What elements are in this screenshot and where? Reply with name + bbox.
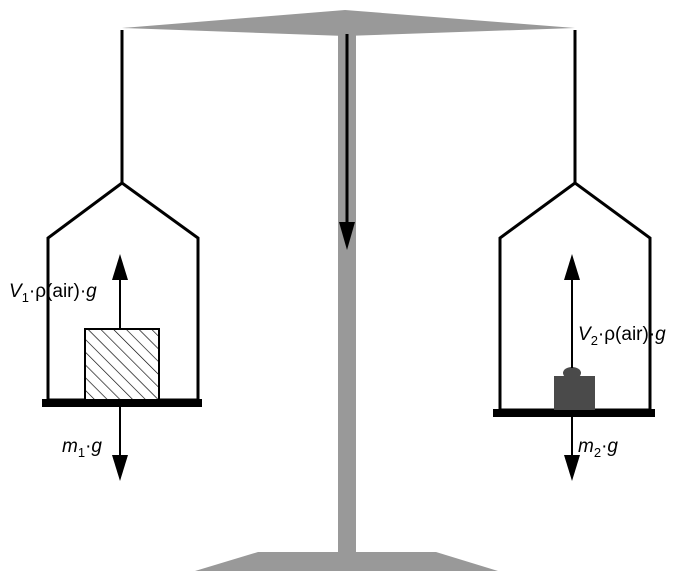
label-weight-right: m2·g: [578, 436, 618, 460]
hatched-cube: [84, 328, 160, 401]
right-down-arrow-head: [564, 455, 580, 481]
right-pan-plate: [493, 409, 655, 417]
balance-base: [195, 552, 498, 571]
left-pan: [42, 30, 202, 481]
left-up-arrow-head: [112, 254, 128, 280]
label-buoyancy-left: V1·ρ(air)·g: [9, 281, 97, 305]
weight-knob: [563, 367, 581, 379]
center-arrow-head: [339, 222, 355, 250]
label-buoyancy-right: V2·ρ(air)·g: [578, 324, 666, 348]
left-down-arrow-head: [112, 455, 128, 481]
right-pan-suspension: [498, 30, 652, 412]
label-weight-left: m1·g: [62, 436, 102, 460]
right-pan: [493, 30, 655, 481]
balance-column: [338, 26, 356, 557]
right-up-arrow-head: [564, 254, 580, 280]
weight-body: [554, 376, 595, 410]
balance-beam: [122, 10, 575, 36]
left-pan-plate: [42, 399, 202, 407]
